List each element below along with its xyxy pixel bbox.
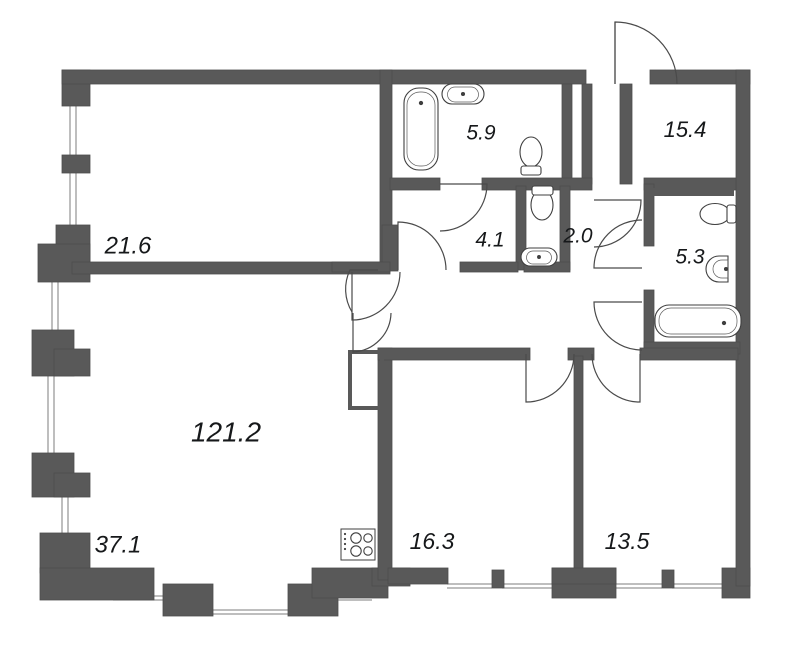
door-bedroom216 bbox=[351, 271, 401, 321]
bathtub-main-icon bbox=[403, 87, 439, 171]
toilet-main-icon bbox=[519, 136, 543, 176]
structural-walls-group bbox=[31, 69, 751, 617]
wall-bedroom-divider bbox=[573, 355, 584, 581]
wall-bedrooms-bottom-a bbox=[387, 567, 449, 585]
door-bedroom216-upper bbox=[345, 269, 378, 313]
fixtures-group bbox=[340, 83, 742, 561]
door-hall-left-lower bbox=[352, 312, 392, 353]
door-bath53 bbox=[593, 301, 643, 351]
wall-bedroom135-top bbox=[639, 347, 739, 361]
wall-left-pier-5 bbox=[39, 532, 91, 574]
wall-bedroom163-top bbox=[377, 347, 531, 361]
wall-left-pier-3b bbox=[53, 348, 91, 377]
area-label-37-1: 37.1 bbox=[95, 531, 142, 558]
area-label-2-0: 2.0 bbox=[562, 225, 593, 248]
kitchen-stove-icon bbox=[340, 528, 376, 561]
washbasin-secondary-icon bbox=[705, 255, 729, 283]
door-swings-group bbox=[345, 21, 678, 403]
area-label-16-3: 16.3 bbox=[410, 528, 455, 554]
wall-top-main bbox=[61, 69, 391, 85]
wall-bath53-left-upper bbox=[643, 183, 655, 247]
door-entry bbox=[614, 21, 678, 85]
wall-bottom-pier-7 bbox=[661, 569, 675, 589]
thin-partitions-group bbox=[348, 188, 734, 410]
wall-closet41-right bbox=[515, 185, 527, 271]
area-label-121-2: 121.2 bbox=[191, 416, 261, 447]
wall-entry-left bbox=[619, 83, 633, 185]
area-label-13-5: 13.5 bbox=[605, 528, 650, 554]
wall-top-bath bbox=[389, 69, 587, 85]
wall-left-pier-1 bbox=[61, 154, 91, 174]
area-label-15-4: 15.4 bbox=[664, 117, 707, 142]
door-bedroom163 bbox=[525, 353, 575, 403]
door-bath59 bbox=[439, 183, 488, 232]
door-closet41 bbox=[397, 221, 447, 271]
area-label-21-6: 21.6 bbox=[104, 232, 152, 259]
wall-bedrooms-bottom-b bbox=[551, 567, 617, 585]
area-label-5-3: 5.3 bbox=[675, 246, 705, 269]
door-bedroom135 bbox=[591, 353, 641, 403]
door-wc20 bbox=[593, 199, 642, 248]
toilet-guest-icon bbox=[530, 185, 554, 221]
bathtub-secondary-icon bbox=[654, 304, 742, 338]
niche-entry-lower bbox=[652, 188, 734, 196]
area-label-5-9: 5.9 bbox=[466, 122, 496, 145]
toilet-secondary-icon bbox=[699, 202, 737, 226]
wall-hall-left-horizontal bbox=[331, 261, 391, 273]
washbasin-main-icon bbox=[441, 83, 485, 105]
wall-left-pier-4b bbox=[53, 472, 91, 498]
wall-top-entry-right bbox=[649, 69, 751, 85]
wall-bottom-pier-1 bbox=[39, 567, 155, 601]
wall-bottom-pier-5 bbox=[491, 569, 505, 589]
area-labels-group: 21.6 5.9 15.4 4.1 2.0 5.3 121.2 37.1 16.… bbox=[95, 117, 707, 559]
closet-niche-living bbox=[348, 350, 384, 410]
wall-closet41-bottom bbox=[459, 261, 519, 273]
wall-bath59-bottom bbox=[389, 177, 441, 191]
door-hall-to-bath53 bbox=[593, 219, 643, 269]
washbasin-guest-icon bbox=[520, 247, 558, 267]
area-label-4-1: 4.1 bbox=[475, 229, 504, 252]
wall-bath59-right bbox=[561, 83, 573, 185]
wall-bottom-pier-2 bbox=[162, 583, 214, 617]
wall-bath59-right-lower bbox=[581, 83, 593, 185]
